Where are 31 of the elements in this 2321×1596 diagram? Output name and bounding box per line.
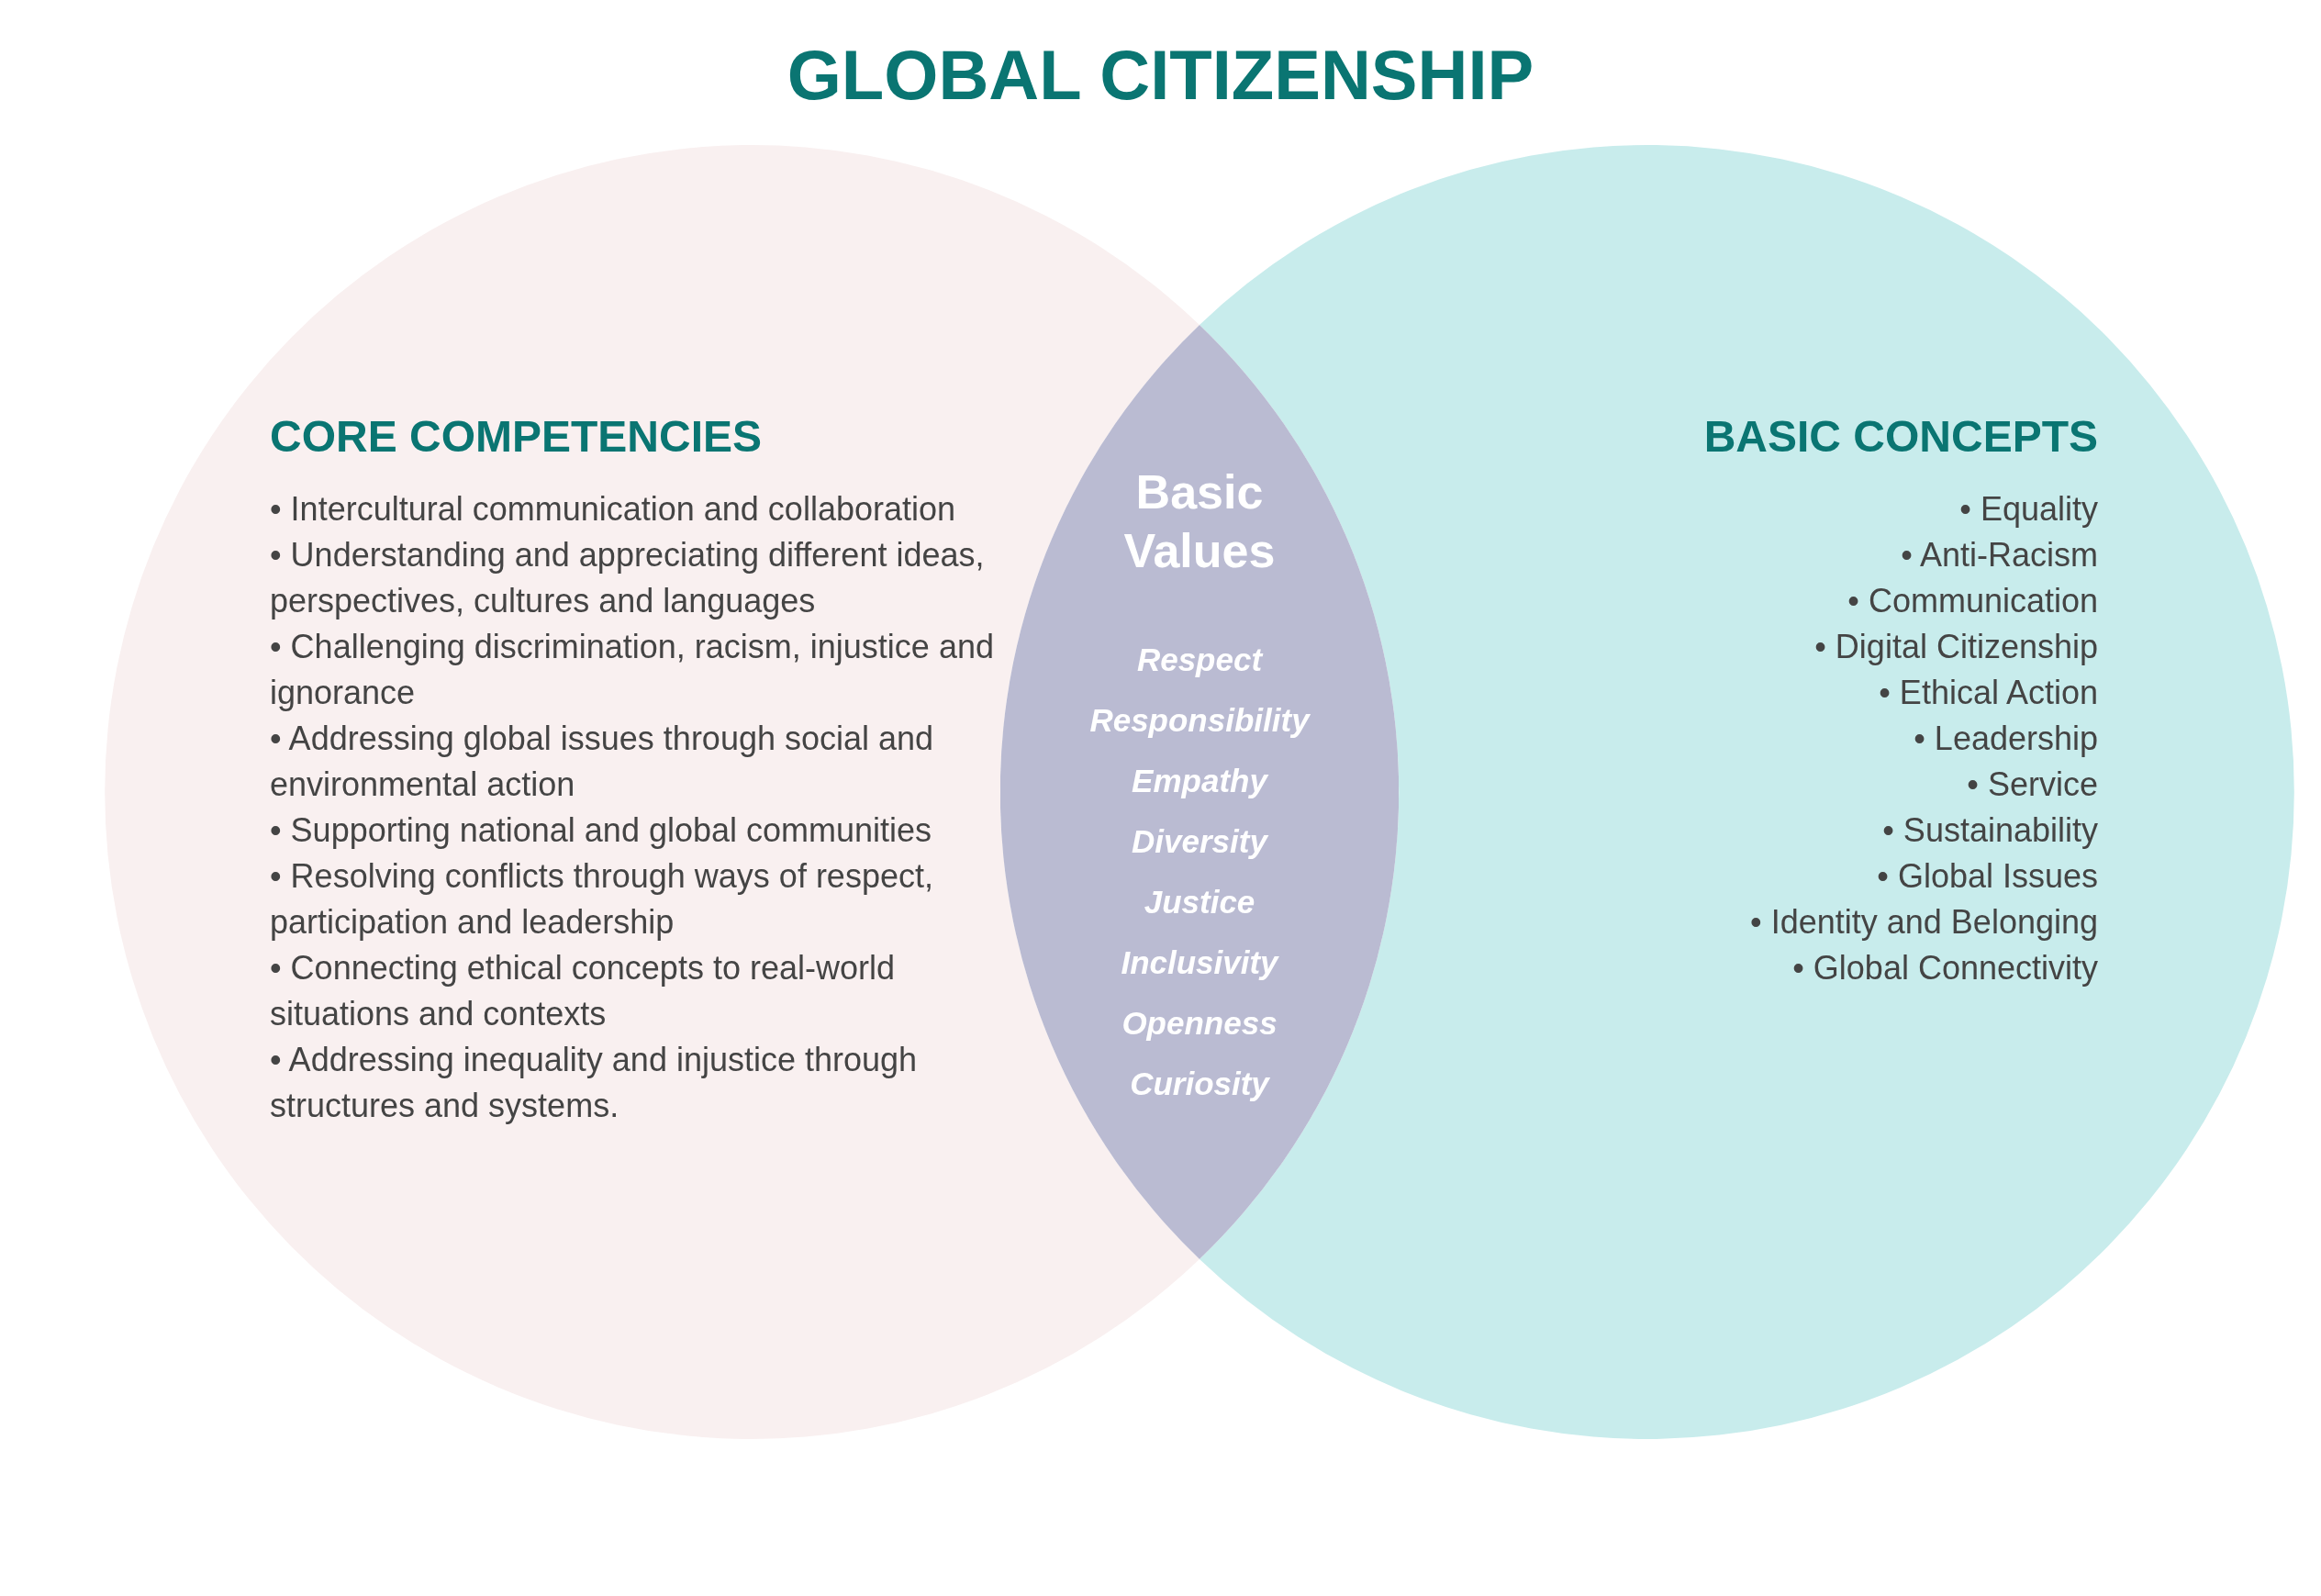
list-item: • Global Connectivity <box>1791 948 2098 988</box>
list-item: • Resolving conflicts through ways of respect, participation and leadership <box>270 856 934 943</box>
list-item: • Leadership <box>1913 719 2098 759</box>
value-word: Openness <box>1121 1005 1278 1042</box>
diagram-title: GLOBAL CITIZENSHIP <box>786 35 1535 115</box>
list-item: • Communication <box>1847 581 2098 621</box>
list-item: • Sustainability <box>1881 810 2098 851</box>
section-heading: Basic Values <box>1122 464 1277 579</box>
value-word: Inclusivity <box>1120 944 1280 981</box>
list-item: • Equality <box>1958 489 2098 530</box>
value-word: Curiosity <box>1129 1066 1271 1102</box>
list-item: • Intercultural communication and collaboration <box>270 489 956 530</box>
value-word: Empathy <box>1131 763 1269 799</box>
value-word: Diversity <box>1131 823 1269 860</box>
value-word: Respect <box>1135 642 1265 678</box>
value-word: Justice <box>1143 884 1256 921</box>
list-item: • Identity and Belonging <box>1749 902 2098 943</box>
section-heading: BASIC CONCEPTS <box>1703 411 2098 462</box>
list-item: • Understanding and appreciating different ideas, perspectives, cultures and languages <box>270 535 986 621</box>
list-item: • Supporting national and global communities <box>270 810 933 851</box>
list-item: • Connecting ethical concepts to real-world situations and contexts <box>270 948 896 1034</box>
list-item: • Challenging discrimination, racism, injustice and ignorance <box>270 627 995 713</box>
list-item: • Addressing global issues through social and environmental action <box>270 719 935 805</box>
list-item: • Anti-Racism <box>1900 535 2098 575</box>
value-word: Responsibility <box>1088 702 1311 739</box>
list-item: • Addressing inequality and injustice through structures and systems. <box>270 1040 919 1126</box>
list-item: • Global Issues <box>1876 856 2098 897</box>
list-item: • Ethical Action <box>1878 673 2098 713</box>
list-item: • Digital Citizenship <box>1813 627 2098 667</box>
section-heading: CORE COMPETENCIES <box>270 411 763 462</box>
list-item: • Service <box>1966 765 2098 805</box>
